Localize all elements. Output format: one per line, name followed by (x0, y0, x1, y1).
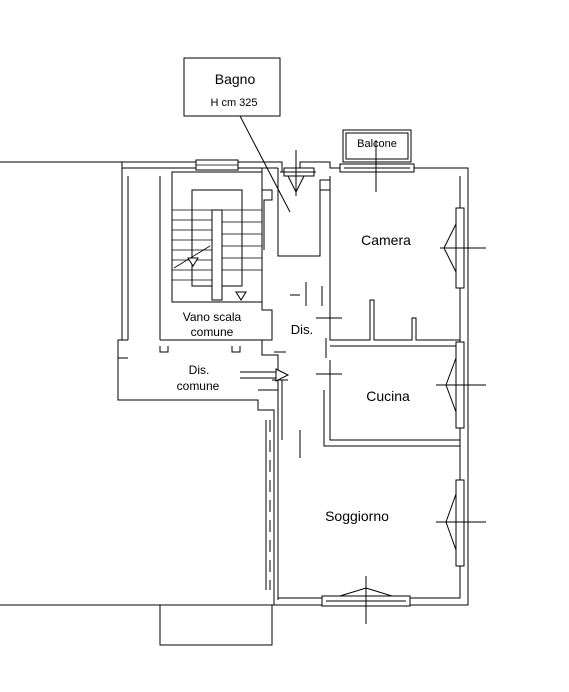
label-bagno-height: H cm 325 (210, 97, 257, 109)
entrance-block (159, 604, 273, 646)
label-cucina: Cucina (366, 388, 410, 404)
bagno-callout (183, 57, 291, 213)
label-bagno: Bagno (215, 71, 256, 87)
label-vano-scala: Vano scala (183, 310, 242, 324)
label-vano-scala-comune: comune (191, 325, 234, 339)
room-labels: Bagno H cm 325 Balcone Camera Dis. Cucin… (177, 71, 411, 524)
stairwell (171, 171, 263, 303)
balcone-box (342, 129, 412, 163)
label-dis: Dis. (291, 322, 313, 337)
label-balcone: Balcone (357, 138, 397, 150)
label-soggiorno: Soggiorno (325, 508, 389, 524)
outer-walls (122, 161, 469, 606)
left-building-outline (0, 161, 275, 606)
windows (195, 129, 486, 624)
entrance-arrow (240, 368, 290, 382)
interior-walls (117, 168, 460, 600)
label-dis-comune: Dis. (189, 363, 210, 377)
label-dis-comune-2: comune (177, 379, 220, 393)
label-camera: Camera (361, 232, 411, 248)
